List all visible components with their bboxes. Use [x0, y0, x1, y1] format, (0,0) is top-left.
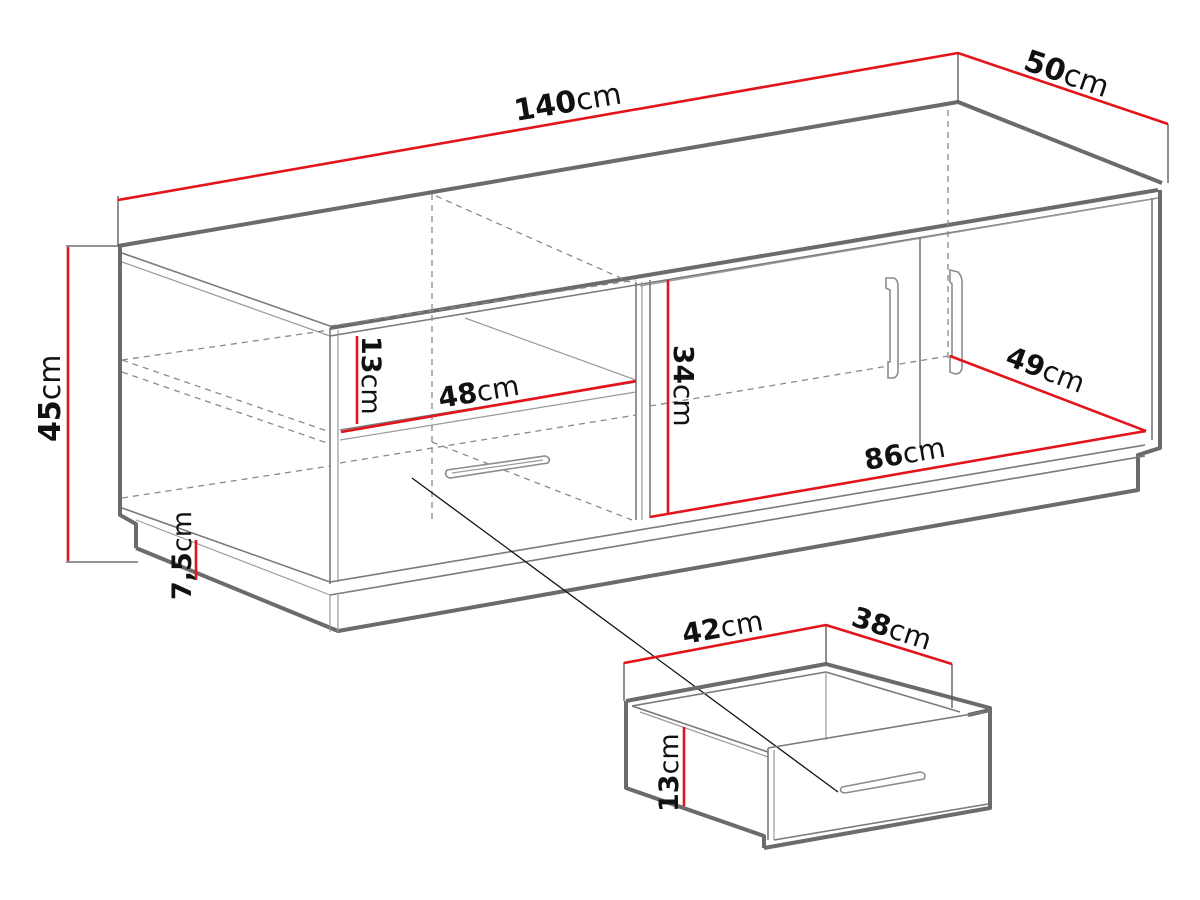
compartment-depth-dimension-line: [949, 354, 1147, 433]
depth-dimension-line: [957, 51, 1169, 126]
detached-drawer: [623, 623, 992, 850]
cabinet: [117, 100, 1163, 633]
drawer-depth-label: 38cm: [848, 600, 936, 657]
width-dimension-line: [117, 51, 959, 202]
drawer-width-label: 42cm: [679, 604, 765, 651]
drawer-leader-line: [411, 477, 839, 793]
drawer-height-label: 13cm: [654, 733, 685, 812]
plinth-label: 7,5cm: [167, 511, 198, 600]
door-handle-left-icon: [885, 277, 899, 379]
shelf-height-label: 13cm: [355, 336, 386, 415]
compartment-width-dimension-line: [649, 429, 1147, 519]
compartment-height-label: 34cm: [667, 345, 700, 427]
door-handle-right-icon: [949, 268, 963, 375]
drawer-depth-dimension-line: [825, 623, 953, 666]
detached-drawer-handle-icon: [839, 771, 926, 794]
extension-lines: [66, 52, 1169, 563]
height-label: 45cm: [33, 355, 68, 442]
compartment-width-label: 86cm: [862, 431, 948, 477]
shelf-width-label: 48cm: [436, 369, 522, 415]
dimension-lines: [66, 51, 1169, 580]
depth-label: 50cm: [1019, 43, 1113, 105]
shelf-width-dimension-line: [340, 379, 637, 434]
drawer-handle-icon: [444, 455, 551, 479]
drawer-width-dimension-line: [623, 623, 827, 665]
